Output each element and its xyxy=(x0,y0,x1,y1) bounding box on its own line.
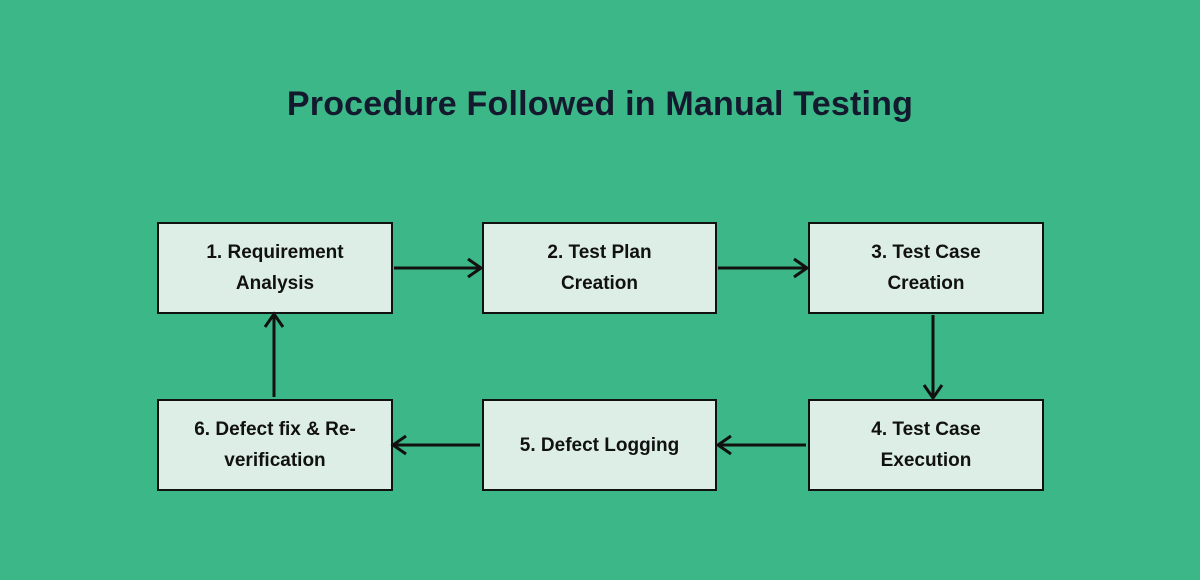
flow-box-step-6[interactable]: 6. Defect fix & Re- verification xyxy=(157,399,393,491)
flow-box-step-1-line1: 1. Requirement xyxy=(206,242,344,263)
flow-box-step-2-line2: Creation xyxy=(560,273,639,294)
flow-box-step-5-label: 5. Defect Logging xyxy=(519,434,680,456)
flow-box-step-1-line2: Analysis xyxy=(235,273,315,294)
flow-box-step-3-line1: 3. Test Case xyxy=(871,242,981,263)
flow-box-step-5[interactable]: 5. Defect Logging xyxy=(482,399,717,491)
arrow-step-2-to-step-3 xyxy=(718,257,810,279)
arrow-step-3-to-step-4 xyxy=(922,315,944,401)
flow-box-step-6-label: 6. Defect fix & Re- verification xyxy=(194,414,356,476)
flow-box-step-3-label: 3. Test Case Creation xyxy=(871,237,980,299)
flow-box-step-4[interactable]: 4. Test Case Execution xyxy=(808,399,1044,491)
flow-box-step-1-label: 1. Requirement Analysis xyxy=(206,237,343,299)
flow-box-step-2-line1: 2. Test Plan xyxy=(547,242,652,263)
flow-box-step-6-line1: 6. Defect fix & Re- xyxy=(194,419,356,440)
flow-box-step-2-label: 2. Test Plan Creation xyxy=(547,237,651,299)
arrow-step-5-to-step-6 xyxy=(390,434,480,456)
flow-box-step-4-label: 4. Test Case Execution xyxy=(871,414,980,476)
flow-box-step-3-line2: Creation xyxy=(887,273,965,294)
flow-box-step-3[interactable]: 3. Test Case Creation xyxy=(808,222,1044,314)
page-title: Procedure Followed in Manual Testing xyxy=(286,85,914,123)
flow-box-step-4-line2: Execution xyxy=(880,450,972,471)
arrow-step-1-to-step-2 xyxy=(394,257,484,279)
flow-box-step-6-line2: verification xyxy=(224,450,326,471)
flow-box-step-1[interactable]: 1. Requirement Analysis xyxy=(157,222,393,314)
flow-box-step-4-line1: 4. Test Case xyxy=(871,419,981,440)
flow-box-step-2[interactable]: 2. Test Plan Creation xyxy=(482,222,717,314)
arrow-step-4-to-step-5 xyxy=(715,434,806,456)
arrow-step-6-to-step-1 xyxy=(263,311,285,397)
